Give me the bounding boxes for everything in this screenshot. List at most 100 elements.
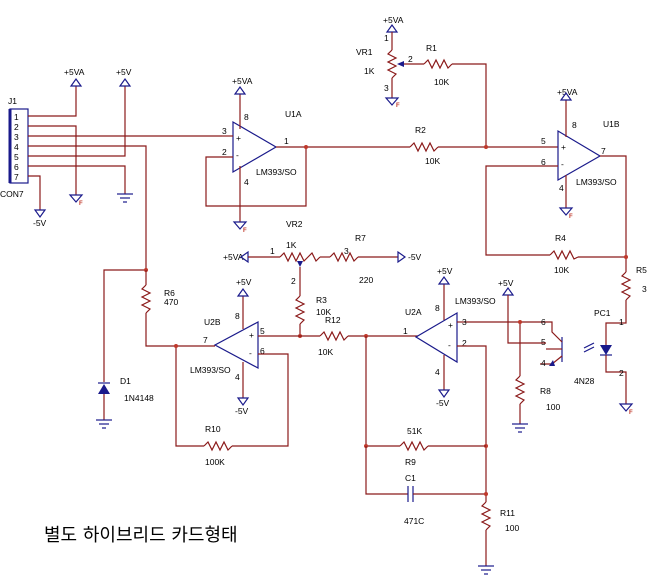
ground-f-u1b: F bbox=[558, 207, 574, 220]
svg-text:R6: R6 bbox=[164, 288, 175, 298]
svg-text:220: 220 bbox=[359, 275, 373, 285]
svg-text:R11: R11 bbox=[500, 508, 515, 518]
svg-text:51K: 51K bbox=[407, 426, 422, 436]
ground-f-j1: F bbox=[68, 194, 84, 207]
svg-text:10K: 10K bbox=[425, 156, 440, 166]
wire-pin7 bbox=[28, 175, 41, 210]
resistor-r6: R6 470 bbox=[140, 270, 178, 314]
svg-text:-: - bbox=[448, 340, 451, 350]
svg-text:3: 3 bbox=[222, 126, 227, 136]
vr1-ref: VR1 bbox=[356, 47, 373, 57]
supply-vcc-u2a: +5V bbox=[437, 266, 453, 285]
svg-text:1: 1 bbox=[384, 33, 389, 43]
wire-pin4 bbox=[28, 145, 147, 382]
svg-text:4: 4 bbox=[435, 367, 440, 377]
svg-text:F: F bbox=[396, 103, 400, 109]
svg-text:8: 8 bbox=[235, 311, 240, 321]
pc1-ref: PC1 bbox=[594, 308, 611, 318]
svg-text:-: - bbox=[236, 150, 239, 160]
svg-text:8: 8 bbox=[572, 120, 577, 130]
svg-text:470: 470 bbox=[164, 297, 178, 307]
svg-text:F: F bbox=[79, 201, 83, 207]
svg-text:4: 4 bbox=[559, 183, 564, 193]
svg-text:471C: 471C bbox=[404, 516, 424, 526]
optocoupler-pc1: 2 F 6 5 4 PC1 4N28 bbox=[464, 308, 634, 416]
svg-text:5: 5 bbox=[260, 326, 265, 336]
u2b-wiring bbox=[145, 296, 320, 447]
diode-d1: D1 1N4148 bbox=[96, 376, 154, 429]
connector-pin-7: 7 bbox=[14, 172, 19, 182]
svg-text:1: 1 bbox=[284, 136, 289, 146]
svg-text:100K: 100K bbox=[205, 457, 225, 467]
svg-text:F: F bbox=[243, 228, 247, 234]
svg-text:+5VA: +5VA bbox=[64, 67, 85, 77]
svg-text:F: F bbox=[569, 214, 573, 220]
u1a-part: LM393/SO bbox=[256, 167, 297, 177]
resistor-r11: R11 100 bbox=[478, 501, 519, 575]
u1a-ref: U1A bbox=[285, 109, 302, 119]
resistor-r12: R12 10K bbox=[318, 315, 418, 357]
connector-wires bbox=[28, 86, 222, 382]
connector-pin-2: 2 bbox=[14, 122, 19, 132]
svg-text:1: 1 bbox=[270, 246, 275, 256]
vr2-value: 1K bbox=[286, 240, 297, 250]
svg-text:2: 2 bbox=[408, 54, 413, 64]
svg-text:2: 2 bbox=[291, 276, 296, 286]
supply-vcc-j1: +5V bbox=[116, 67, 132, 87]
wire-pin1 bbox=[28, 86, 77, 117]
svg-text:R10: R10 bbox=[205, 424, 221, 434]
svg-text:2: 2 bbox=[462, 338, 467, 348]
u2a-part: LM393/SO bbox=[455, 296, 496, 306]
svg-text:3: 3 bbox=[344, 246, 349, 256]
supply-vcca-u1a: +5VA bbox=[232, 76, 253, 95]
svg-text:+5V: +5V bbox=[236, 277, 252, 287]
supply-vcca-j1: +5VA bbox=[64, 67, 85, 87]
svg-text:100: 100 bbox=[546, 402, 560, 412]
resistor-r2: R2 10K bbox=[409, 125, 558, 166]
ground-f-u1a: F bbox=[232, 221, 248, 234]
opamp-u1a: + - 3 2 1 8 4 U1A LM393/SO bbox=[222, 109, 302, 187]
svg-text:D1: D1 bbox=[120, 376, 131, 386]
svg-text:+: + bbox=[249, 330, 254, 340]
vr2-ref: VR2 bbox=[286, 219, 303, 229]
vr1-value: 1K bbox=[364, 66, 375, 76]
svg-text:-5V: -5V bbox=[235, 406, 249, 416]
u2a-wiring bbox=[443, 284, 488, 502]
svg-text:8: 8 bbox=[435, 303, 440, 313]
svg-text:10K: 10K bbox=[554, 265, 569, 275]
svg-text:-: - bbox=[249, 348, 252, 358]
svg-text:+5VA: +5VA bbox=[383, 15, 404, 25]
svg-text:+5V: +5V bbox=[116, 67, 132, 77]
svg-text:7: 7 bbox=[601, 146, 606, 156]
svg-text:100: 100 bbox=[505, 523, 519, 533]
svg-text:R7: R7 bbox=[355, 233, 366, 243]
connector-name: CON7 bbox=[0, 189, 24, 199]
svg-text:10K: 10K bbox=[434, 77, 449, 87]
ground-j1 bbox=[117, 193, 133, 203]
supply-vee-j1: -5V bbox=[33, 209, 47, 228]
pc1-part: 4N28 bbox=[574, 376, 595, 386]
u1b-wiring bbox=[485, 100, 628, 272]
connector-pin-6: 6 bbox=[14, 162, 19, 172]
resistor-r5: R5 3 1 bbox=[605, 265, 647, 345]
resistor-r7: -5V R7 220 3 bbox=[329, 233, 422, 285]
opamp-u1b: + - 5 6 7 8 4 U1B LM393/SO bbox=[541, 119, 620, 193]
resistor-r8: R8 100 bbox=[512, 375, 560, 433]
svg-text:R9: R9 bbox=[405, 457, 416, 467]
u1b-ref: U1B bbox=[603, 119, 620, 129]
svg-text:7: 7 bbox=[203, 335, 208, 345]
svg-text:-5V: -5V bbox=[33, 218, 47, 228]
supply-vcc-u2b: +5V bbox=[236, 277, 252, 297]
supply-vee-u2a: -5V bbox=[436, 389, 451, 408]
svg-text:R3: R3 bbox=[316, 295, 327, 305]
resistor-r9: 51K R9 bbox=[364, 336, 486, 467]
svg-text:3: 3 bbox=[384, 83, 389, 93]
caption: 별도 하이브리드 카드형태 bbox=[44, 525, 238, 546]
svg-text:4: 4 bbox=[541, 358, 546, 368]
svg-text:F: F bbox=[629, 410, 633, 416]
svg-text:5: 5 bbox=[541, 136, 546, 146]
svg-text:R12: R12 bbox=[325, 315, 341, 325]
svg-text:3: 3 bbox=[462, 317, 467, 327]
svg-text:+5VA: +5VA bbox=[223, 252, 244, 262]
connector-pin-5: 5 bbox=[14, 152, 19, 162]
